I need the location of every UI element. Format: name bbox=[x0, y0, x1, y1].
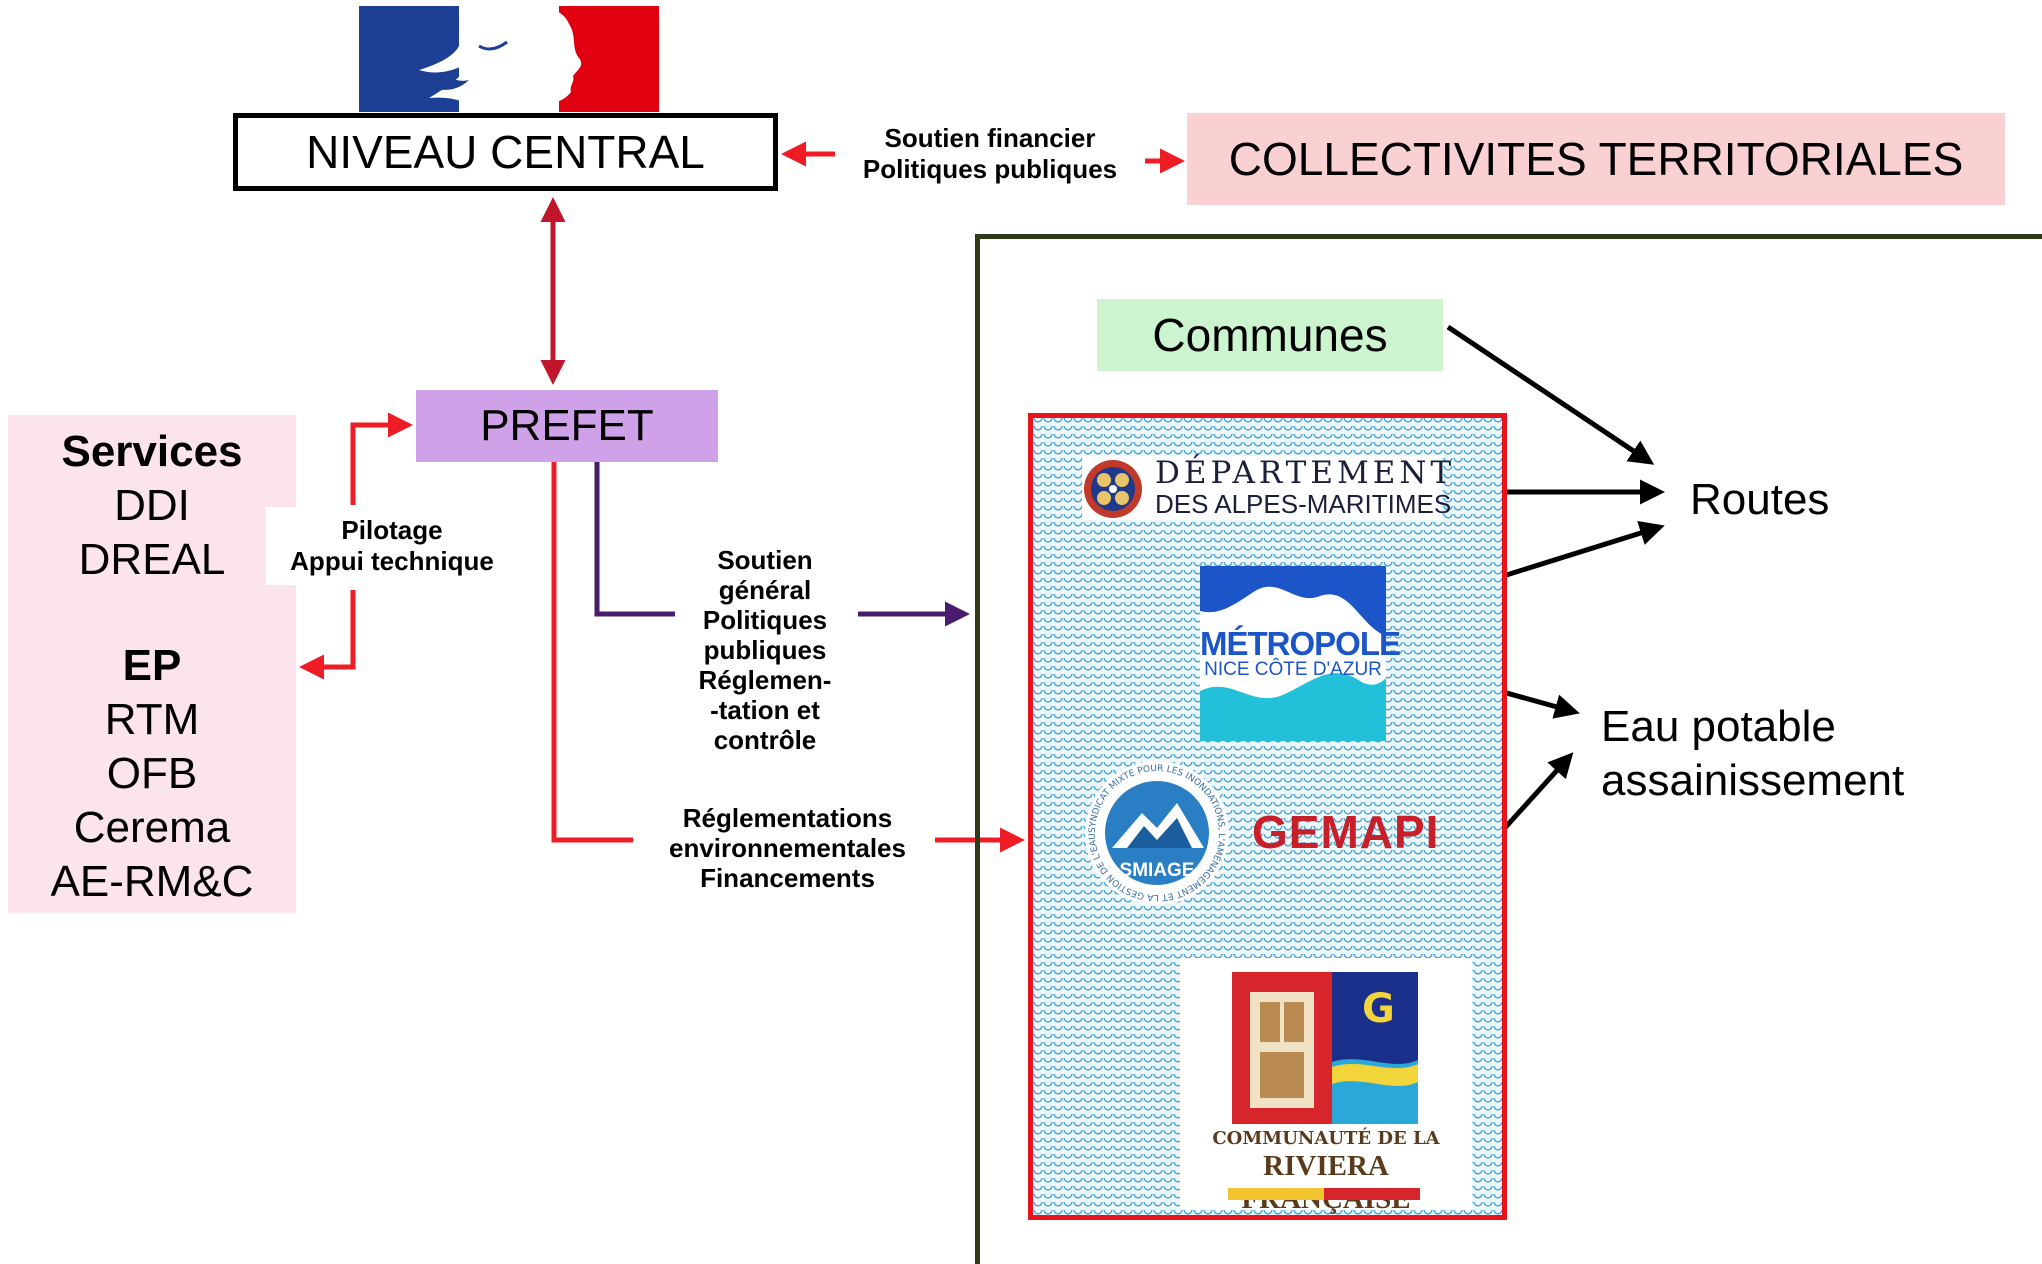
riviera-line1: COMMUNAUTÉ DE LA bbox=[1212, 1128, 1440, 1149]
svg-text:G: G bbox=[1362, 986, 1395, 1032]
ep-item: OFB bbox=[106, 749, 198, 798]
ep-item: AE-RM&C bbox=[50, 857, 254, 906]
services-item: DDI bbox=[114, 481, 190, 530]
marianne-logo bbox=[359, 6, 659, 112]
label-line: contrôle bbox=[713, 725, 817, 755]
ep-item: RTM bbox=[104, 695, 200, 744]
riviera-emblem-icon: G bbox=[1232, 972, 1418, 1124]
label-soutien-general: Soutien général Politiques publiques Rég… bbox=[680, 545, 850, 755]
gemapi-label: GEMAPI bbox=[1252, 806, 1440, 858]
label-line: Politiques publiques bbox=[862, 154, 1118, 184]
collectivites-frame bbox=[975, 234, 2042, 1264]
label-line: Politiques bbox=[702, 605, 828, 635]
label-reglementations: Réglementations environnementales Financ… bbox=[640, 803, 935, 893]
services-item: DREAL bbox=[78, 535, 226, 584]
eau-line1: Eau potable bbox=[1601, 702, 1836, 751]
label-line: Réglemen- bbox=[698, 665, 832, 695]
communes-box: Communes bbox=[1097, 299, 1443, 371]
eau-line2: assainissement bbox=[1601, 756, 1905, 805]
prefet-box: PREFET bbox=[416, 390, 718, 462]
smiage-logo: SYNDICAT MIXTE POUR LES INONDATIONS, L'A… bbox=[1082, 758, 1229, 905]
label-line: Appui technique bbox=[290, 546, 494, 576]
label-line: publiques bbox=[703, 635, 827, 665]
label-line: Soutien financier bbox=[884, 123, 1096, 153]
ep-item: Cerema bbox=[73, 803, 231, 852]
metropole-logo bbox=[1200, 566, 1386, 741]
departement-logo bbox=[1082, 456, 1442, 520]
riviera-line2: RIVIERA FRANÇAISE bbox=[1241, 1150, 1410, 1215]
label-line: Pilotage bbox=[341, 515, 443, 545]
departement-emblem-icon bbox=[1084, 460, 1142, 518]
departement-title: DÉPARTEMENT bbox=[1155, 455, 1456, 491]
label-soutien-financier: Soutien financier Politiques publiques bbox=[850, 123, 1130, 185]
riviera-stripe bbox=[1228, 1188, 1420, 1200]
services-heading: Services bbox=[61, 427, 243, 476]
metropole-title: MÉTROPOLE bbox=[1200, 625, 1401, 662]
label-line: Réglementations bbox=[682, 803, 893, 833]
label-line: -tation et bbox=[710, 695, 820, 725]
arrow-pilotage bbox=[350, 412, 413, 505]
arrow-communes-routes bbox=[1446, 324, 1655, 465]
label-line: Financements bbox=[700, 863, 875, 893]
arrow-soutien-general bbox=[594, 462, 675, 617]
ep-heading: EP bbox=[122, 641, 182, 690]
arrow-reglementations bbox=[551, 462, 633, 843]
smiage-label: SMIAGE bbox=[1119, 860, 1195, 881]
eau-label: Eau potable assainissement bbox=[1601, 700, 1904, 808]
departement-subtitle: DES ALPES-MARITIMES bbox=[1155, 489, 1452, 519]
metropole-subtitle: NICE CÔTE D'AZUR bbox=[1204, 659, 1382, 680]
arrow-pilotage-down bbox=[299, 590, 356, 680]
label-line: Soutien bbox=[717, 545, 813, 575]
niveau-central-box: NIVEAU CENTRAL bbox=[233, 113, 778, 191]
label-pilotage: Pilotage Appui technique bbox=[266, 507, 518, 585]
collectivites-box: COLLECTIVITES TERRITORIALES bbox=[1187, 113, 2005, 205]
label-line: général bbox=[718, 575, 812, 605]
routes-label: Routes bbox=[1690, 475, 1830, 524]
services-box: Services DDI DREAL EP RTM OFB Cerema AE-… bbox=[8, 415, 296, 913]
label-line: environnementales bbox=[669, 833, 906, 863]
